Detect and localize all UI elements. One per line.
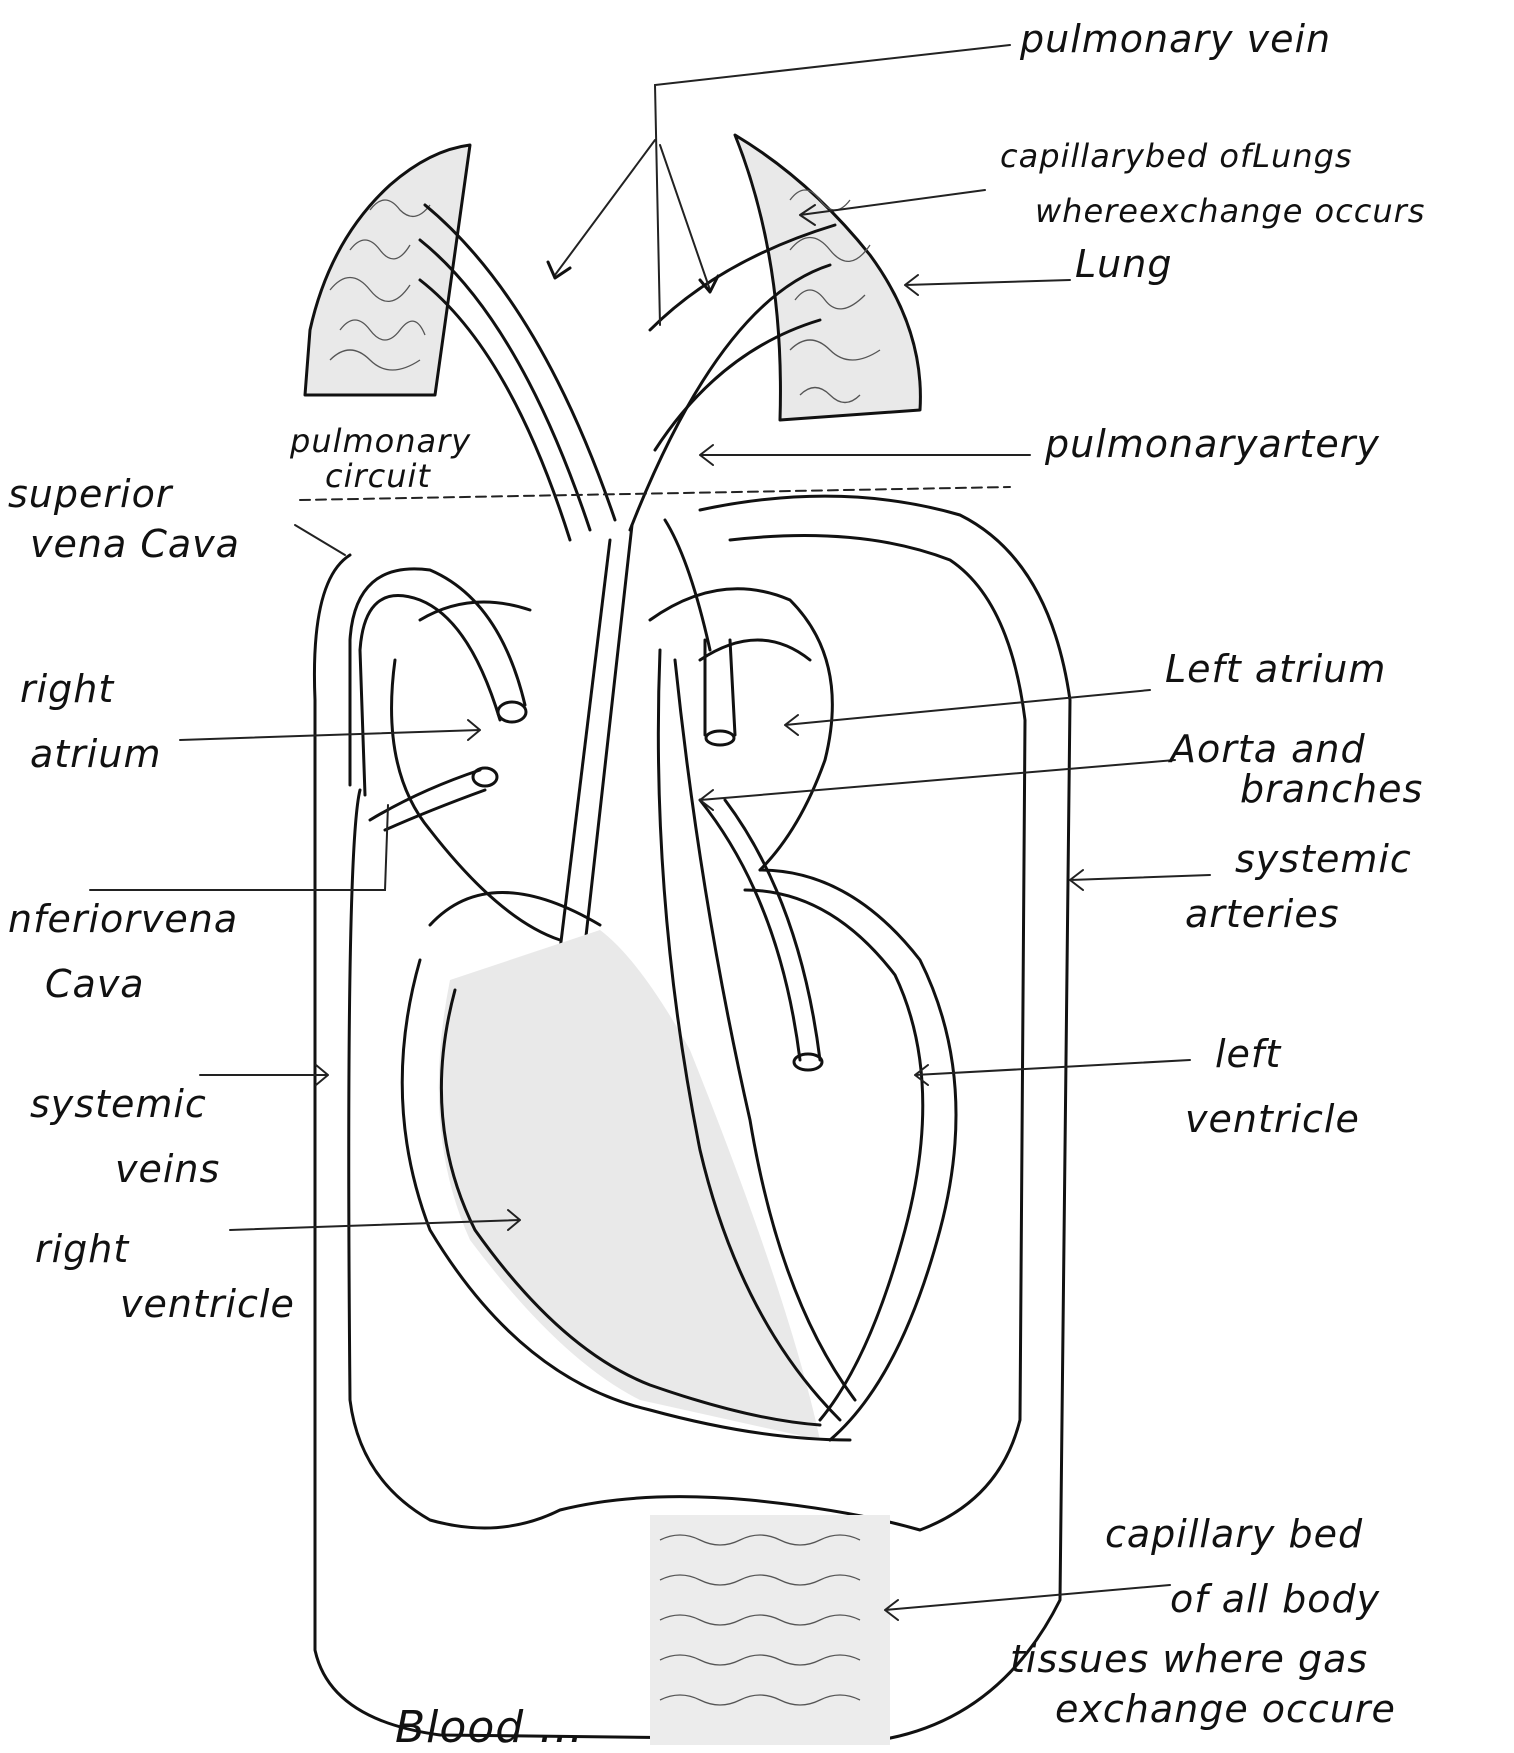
label-systemic-arteries-2: arteries xyxy=(1185,895,1340,935)
label-superior-vena-cava: superior xyxy=(8,475,172,515)
label-right-ventricle: right xyxy=(35,1230,129,1270)
label-systemic-veins: systemic xyxy=(30,1085,207,1125)
label-left-ventricle: left xyxy=(1215,1035,1281,1075)
label-pulmonary-artery: pulmonaryartery xyxy=(1045,425,1380,465)
label-capillary-bed-body: capillary bed xyxy=(1105,1515,1363,1555)
label-capillary-bed-lungs: capillarybed ofLungs xyxy=(1000,140,1353,174)
label-left-atrium: Left atrium xyxy=(1165,650,1386,690)
label-capillary-bed-body-4: exchange occure xyxy=(1055,1690,1396,1730)
body-capillary-bed xyxy=(650,1515,890,1745)
label-capillary-bed-lungs-2: whereexchange occurs xyxy=(1035,195,1425,229)
label-capillary-bed-body-2: of all body xyxy=(1170,1580,1380,1620)
label-pulmonary-circuit-2: circuit xyxy=(325,460,431,494)
label-pulmonary-vein: pulmonary vein xyxy=(1020,20,1331,60)
label-pulmonary-circuit: pulmonary xyxy=(290,425,471,459)
label-superior-vena-cava-2: vena Cava xyxy=(30,525,240,565)
label-right-atrium-2: atrium xyxy=(30,735,161,775)
label-systemic-veins-2: veins xyxy=(115,1150,220,1190)
label-right-atrium: right xyxy=(20,670,114,710)
label-inferior-vena-cava: nferiorvena xyxy=(8,900,238,940)
label-left-ventricle-2: ventricle xyxy=(1185,1100,1360,1140)
bottom-caption: Blood ... xyxy=(395,1705,584,1751)
label-inferior-vena-cava-2: Cava xyxy=(45,965,145,1005)
pulmonary-vessels xyxy=(420,205,835,950)
label-aorta: Aorta and xyxy=(1170,730,1366,770)
label-aorta-2: branches xyxy=(1240,770,1423,810)
label-lung: Lung xyxy=(1075,245,1172,285)
vena-cava xyxy=(350,569,526,830)
leader-lines xyxy=(90,190,1210,1620)
label-capillary-bed-body-3: tissues where gas xyxy=(1010,1640,1368,1680)
aorta xyxy=(665,520,822,1070)
right-lung xyxy=(305,145,470,395)
label-right-ventricle-2: ventricle xyxy=(120,1285,295,1325)
label-systemic-arteries: systemic xyxy=(1235,840,1412,880)
left-lung xyxy=(735,135,920,420)
